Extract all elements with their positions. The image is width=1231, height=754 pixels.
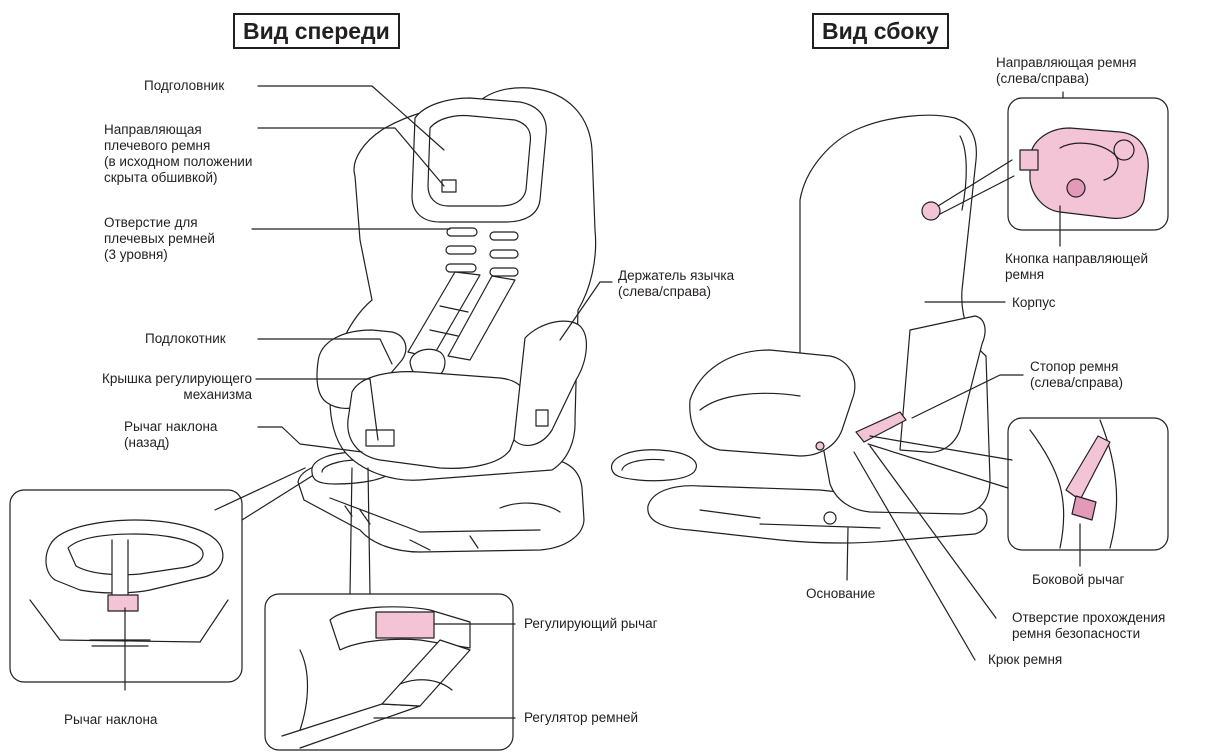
label-harness-adjuster: Регулятор ремней <box>524 710 638 726</box>
label-belt-guide-button: Кнопка направляющей ремня <box>1005 251 1148 283</box>
label-tongue-holder: Держатель язычка (слева/справа) <box>618 268 734 300</box>
side-seat-drawing <box>612 115 990 543</box>
label-shell: Корпус <box>1012 295 1056 311</box>
label-belt-guide: Направляющая ремня (слева/справа) <box>996 55 1137 87</box>
front-inset-adjuster <box>265 594 513 750</box>
front-seat-drawing <box>298 88 596 552</box>
label-adjuster-lever: Регулирующий рычаг <box>524 616 658 632</box>
label-side-lever: Боковой рычаг <box>1032 572 1124 588</box>
label-base: Основание <box>806 586 875 602</box>
label-armrest: Подлокотник <box>145 331 226 347</box>
side-inset-belt-guide <box>1008 98 1168 230</box>
side-inset-side-lever <box>1008 418 1168 550</box>
label-shoulder-belt-slots: Отверстие для плечевых ремней (3 уровня) <box>104 215 215 263</box>
label-recline-lever-back: Рычаг наклона (назад) <box>124 419 217 451</box>
label-recline-lever: Рычаг наклона <box>64 712 157 728</box>
label-belt-path-opening: Отверстие прохождения ремня безопасности <box>1012 610 1165 642</box>
label-belt-stopper: Стопор ремня (слева/справа) <box>1030 359 1123 391</box>
label-shoulder-belt-guide: Направляющая плечевого ремня (в исходном… <box>104 122 252 186</box>
label-adjuster-cover: Крышка регулирующего механизма <box>59 371 252 403</box>
front-view-title: Вид спереди <box>233 13 400 49</box>
label-belt-hook: Крюк ремня <box>988 652 1062 668</box>
front-inset-recline-lever <box>10 490 242 682</box>
side-view-title: Вид сбоку <box>812 13 949 49</box>
label-headrest: Подголовник <box>144 78 224 94</box>
